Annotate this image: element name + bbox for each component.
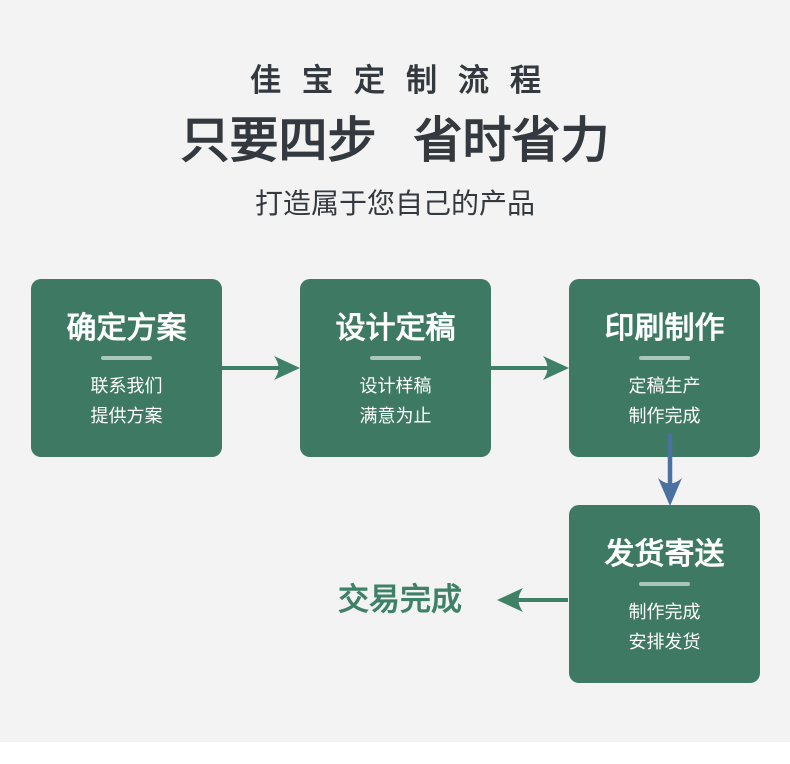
arrow-left-icon xyxy=(497,586,568,614)
step-detail-line: 制作完成 xyxy=(628,406,701,427)
step-divider xyxy=(370,356,421,360)
step-details: 设计样稿 满意为止 xyxy=(360,372,432,432)
step-title: 确定方案 xyxy=(66,311,187,346)
step-divider xyxy=(101,356,152,360)
step-card-confirm-plan: 确定方案 联系我们 提供方案 xyxy=(31,279,222,457)
step-divider xyxy=(639,356,690,360)
step-title: 发货寄送 xyxy=(604,537,725,572)
step-detail-line: 联系我们 xyxy=(90,376,163,397)
step-detail-line: 提供方案 xyxy=(90,406,163,427)
step-details: 联系我们 提供方案 xyxy=(91,372,163,432)
step-detail-line: 安排发货 xyxy=(628,632,701,653)
arrow-down-icon xyxy=(656,434,684,506)
step-detail-line: 定稿生产 xyxy=(628,376,701,397)
step-details: 定稿生产 制作完成 xyxy=(629,372,701,432)
step-card-design-finalize: 设计定稿 设计样稿 满意为止 xyxy=(300,279,491,457)
step-detail-line: 制作完成 xyxy=(628,602,701,623)
brand-process-eyebrow: 佳宝定制流程 xyxy=(250,63,562,99)
arrow-right-icon xyxy=(222,354,300,382)
step-detail-line: 满意为止 xyxy=(359,406,432,427)
step-card-print-produce: 印刷制作 定稿生产 制作完成 xyxy=(569,279,760,457)
step-card-ship-deliver: 发货寄送 制作完成 安排发货 xyxy=(569,505,760,683)
step-divider xyxy=(639,582,690,586)
subheadline: 打造属于您自己的产品 xyxy=(254,187,535,220)
finish-label: 交易完成 xyxy=(338,582,462,618)
arrow-right-icon xyxy=(491,354,569,382)
step-detail-line: 设计样稿 xyxy=(359,376,432,397)
step-details: 制作完成 安排发货 xyxy=(629,598,701,658)
step-title: 印刷制作 xyxy=(604,311,725,346)
step-title: 设计定稿 xyxy=(335,311,456,346)
headline: 只要四步 省时省力 xyxy=(180,112,610,169)
